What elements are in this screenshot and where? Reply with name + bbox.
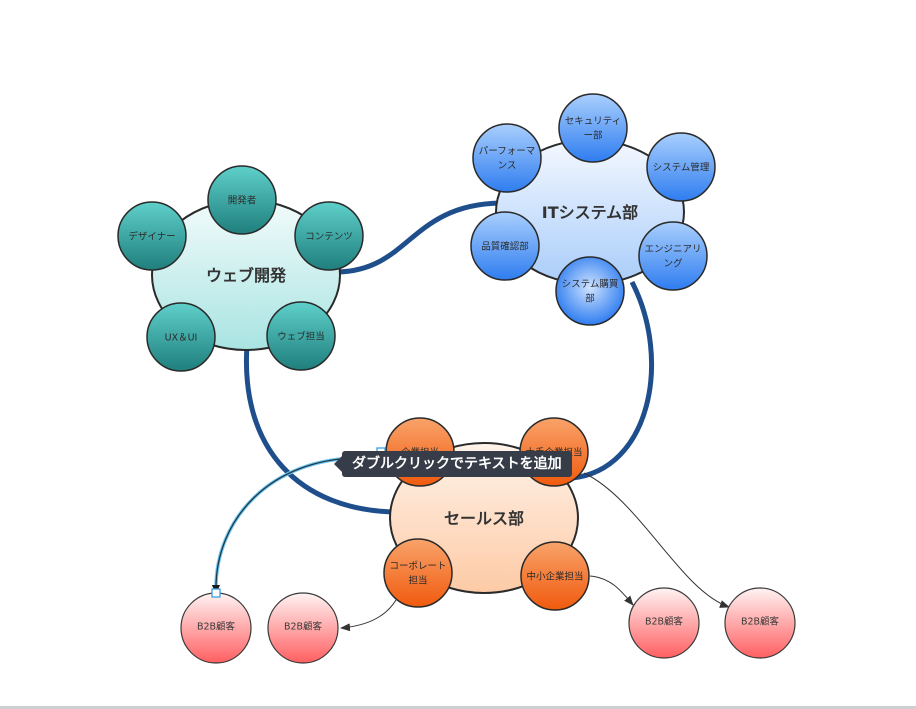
leaf-node-b2b-customer[interactable]: B2B顧客 <box>724 587 796 659</box>
child-node-it[interactable]: 品質確認部 <box>470 211 540 281</box>
connector-corporate-to-b2b[interactable] <box>340 599 397 632</box>
child-node-label: ウェブ担当 <box>277 330 325 342</box>
child-node-web[interactable]: 開発者 <box>207 165 277 235</box>
child-node-label: 部 <box>585 293 595 305</box>
child-node-label: エンジニアリ <box>644 244 701 255</box>
canvas-bottom-border <box>0 706 916 709</box>
child-node-label: 品質確認部 <box>481 240 529 252</box>
child-node-circle[interactable] <box>470 211 540 281</box>
group-it: ITシステム部 セキュリティー部システム管理エンジニアリングシステム購買部品質確… <box>470 93 716 326</box>
child-node-label: 担当 <box>408 575 427 587</box>
child-node-it[interactable]: システム管理 <box>646 132 716 202</box>
child-node-label: セキュリティ <box>565 116 621 127</box>
child-node-label: 開発者 <box>228 194 257 206</box>
child-node-label: パーフォーマ <box>479 146 535 157</box>
child-node-label: 中小企業担当 <box>526 570 583 582</box>
hint-tooltip: ダブルクリックでテキストを追加 <box>334 451 572 477</box>
leaf-node-label: B2B顧客 <box>645 615 684 627</box>
child-node-circle[interactable] <box>117 201 187 271</box>
leaf-node-label: B2B顧客 <box>741 615 780 627</box>
hub-it-label: ITシステム部 <box>542 203 638 222</box>
connector-web-to-it[interactable] <box>337 200 501 275</box>
child-node-web[interactable]: UX＆UI <box>146 302 216 372</box>
child-node-label: コーポレート <box>389 561 446 572</box>
child-node-circle[interactable] <box>555 256 625 326</box>
child-node-circle[interactable] <box>646 132 716 202</box>
connector-selected-core[interactable] <box>211 457 361 595</box>
leaf-node-label: B2B顧客 <box>197 620 236 632</box>
child-node-circle[interactable] <box>638 221 708 291</box>
leaf-node-circle[interactable] <box>628 587 700 659</box>
connector-handle-end[interactable] <box>211 588 221 598</box>
child-node-web[interactable]: コンテンツ <box>294 201 364 271</box>
connector-it-to-sales[interactable] <box>571 280 654 481</box>
hub-sales-label: セールス部 <box>444 509 524 528</box>
child-node-circle[interactable] <box>383 538 453 608</box>
child-node-circle[interactable] <box>472 123 542 193</box>
group-sales: セールス部 企業担当大手企業担当中小企業担当コーポレート担当 <box>383 417 590 611</box>
connector-selected[interactable] <box>214 456 361 591</box>
leaf-nodes: B2B顧客 B2B顧客 B2B顧客 B2B顧客 <box>180 587 796 664</box>
child-node-label: システム購買 <box>562 278 619 290</box>
leaf-node-b2b-customer[interactable]: B2B顧客 <box>267 592 339 664</box>
child-node-circle[interactable] <box>146 302 216 372</box>
leaf-node-circle[interactable] <box>724 587 796 659</box>
connector-major-to-b2b[interactable] <box>583 472 730 608</box>
leaf-node-b2b-customer[interactable]: B2B顧客 <box>180 592 252 664</box>
child-node-label: システム管理 <box>653 161 710 173</box>
leaf-node-circle[interactable] <box>267 592 339 664</box>
child-node-circle[interactable] <box>266 301 336 371</box>
child-node-circle[interactable] <box>294 201 364 271</box>
child-node-label: ー部 <box>583 130 602 142</box>
child-node-circle[interactable] <box>558 93 628 163</box>
child-node-label: UX＆UI <box>165 332 198 343</box>
connector-sme-to-b2b[interactable] <box>589 575 634 606</box>
child-node-circle[interactable] <box>520 541 590 611</box>
connector-web-to-sales[interactable] <box>243 344 396 515</box>
child-node-label: ング <box>663 258 683 270</box>
hub-connectors <box>243 200 654 515</box>
child-node-label: デザイナー <box>128 230 175 242</box>
child-node-web[interactable]: デザイナー <box>117 201 187 271</box>
child-node-label: ンス <box>498 161 517 172</box>
child-node-circle[interactable] <box>207 165 277 235</box>
child-node-sales[interactable]: 中小企業担当 <box>520 541 590 611</box>
leaf-node-label: B2B顧客 <box>284 620 323 632</box>
leaf-node-b2b-customer[interactable]: B2B顧客 <box>628 587 700 659</box>
hub-web-label: ウェブ開発 <box>206 266 287 285</box>
child-node-web[interactable]: ウェブ担当 <box>266 301 336 371</box>
leaf-connectors <box>211 456 730 632</box>
child-node-label: コンテンツ <box>305 231 353 242</box>
